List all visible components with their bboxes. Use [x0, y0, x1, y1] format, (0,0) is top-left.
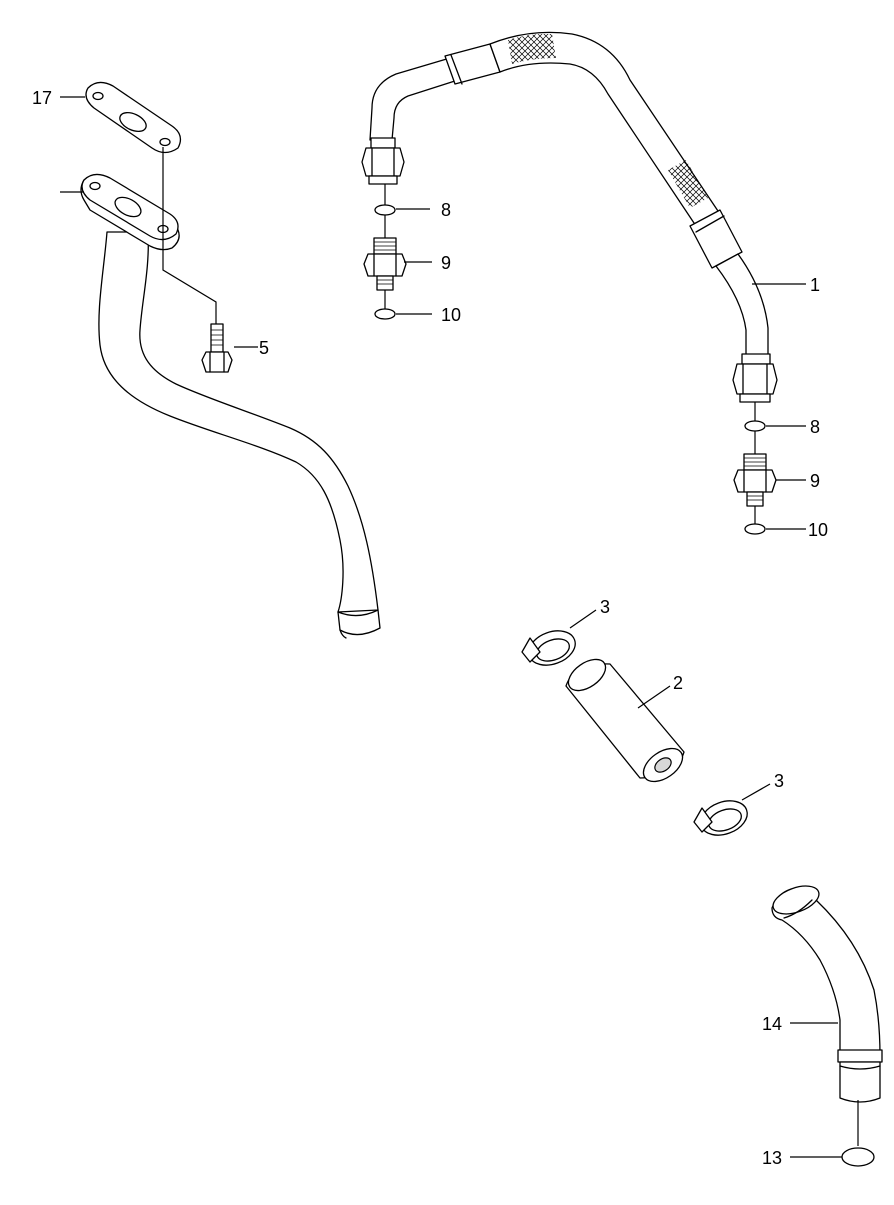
callout-9-left: 9 — [441, 253, 451, 273]
hose-clamp-3-upper — [521, 630, 576, 666]
callout-9-right: 9 — [810, 471, 820, 491]
washer-8-right — [744, 420, 766, 432]
callout-10-left: 10 — [441, 305, 461, 325]
callout-3-upper: 3 — [600, 597, 610, 617]
rubber-hose-2 — [565, 658, 685, 783]
callout-8-right: 8 — [810, 417, 820, 437]
bent-pipe-14 — [771, 885, 883, 1103]
o-ring-10-left — [374, 308, 396, 320]
callout-2: 2 — [673, 673, 683, 693]
adapter-9-right — [733, 453, 777, 507]
bolt-5 — [201, 323, 233, 373]
callout-1: 1 — [810, 275, 820, 295]
gasket-15 — [85, 81, 182, 154]
callout-14: 14 — [762, 1014, 782, 1034]
o-ring-10-right — [744, 523, 766, 535]
hose-assembly-1 — [361, 31, 778, 403]
hose-clamp-3-lower — [693, 800, 748, 836]
oil-return-pipe-17 — [80, 173, 381, 639]
callout-10-right: 10 — [808, 520, 828, 540]
adapter-9-left — [363, 237, 407, 291]
callout-3-lower: 3 — [774, 771, 784, 791]
callout-15: 17 — [32, 88, 52, 108]
assembly-line — [162, 147, 217, 324]
washer-8-left — [374, 204, 396, 216]
callout-13: 13 — [762, 1148, 782, 1168]
seal-13 — [841, 1147, 875, 1167]
callout-5: 5 — [259, 338, 269, 358]
callout-leaders — [60, 96, 842, 1158]
callout-8-left: 8 — [441, 200, 451, 220]
